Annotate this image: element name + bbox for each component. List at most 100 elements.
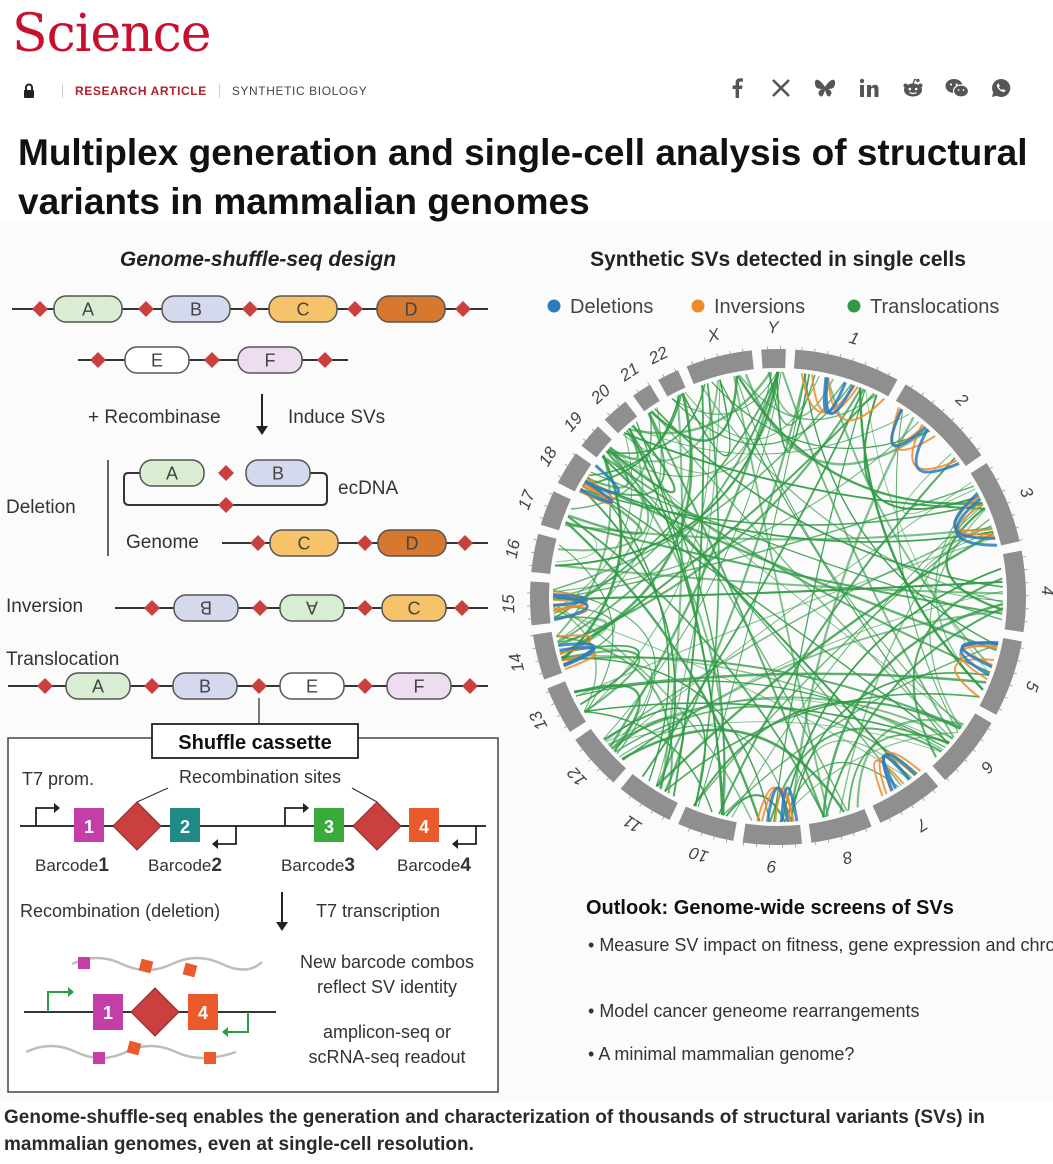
sv-link [609, 446, 964, 726]
dna-segment [173, 594, 239, 622]
article-type-link[interactable]: RESEARCH ARTICLE [75, 84, 207, 98]
segment-label: A [82, 300, 94, 320]
sv-link [565, 521, 761, 822]
reddit-icon[interactable] [901, 76, 925, 100]
scale-tick [987, 728, 991, 731]
scale-tick [946, 778, 950, 782]
promoter-arrow [284, 807, 303, 826]
sv-link [552, 421, 920, 593]
segment-label: D [405, 300, 418, 320]
scale-tick [539, 517, 543, 519]
scale-tick [827, 350, 829, 355]
scale-tick [557, 714, 561, 718]
scale-tick [955, 769, 959, 772]
barcode-number: 4 [419, 817, 429, 837]
sv-link [700, 385, 1004, 604]
sv-link [733, 376, 830, 817]
scale-tick [716, 353, 718, 357]
sv-link [607, 424, 676, 494]
sv-link [555, 515, 598, 563]
scale-tick [865, 828, 868, 832]
scale-tick [960, 427, 964, 430]
sv-link [822, 377, 847, 414]
chromosome-label: Y [767, 318, 780, 337]
scale-tick [535, 660, 539, 663]
ecdna-label: ecDNA [338, 478, 399, 499]
x-icon[interactable] [769, 76, 793, 100]
dna-segment [65, 672, 131, 700]
barcode-box [314, 808, 344, 842]
chromosome-label: 4 [1038, 586, 1053, 596]
outlook-list: • Measure SV impact on fitness, gene exp… [588, 935, 1053, 1064]
sv-link [601, 455, 911, 780]
sv-link [781, 567, 1002, 823]
scale-tick [606, 777, 609, 781]
dna-segment [124, 346, 190, 374]
scale-tick [532, 647, 536, 650]
scale-tick [932, 400, 935, 404]
barcode-box [170, 808, 200, 842]
sv-link [604, 525, 992, 742]
chromosome-arc [633, 384, 660, 412]
chromosome-label: 15 [499, 594, 518, 614]
segment-label: E [306, 677, 318, 697]
recombination-site [138, 301, 154, 317]
outlook-item: • Measure SV impact on fitness, gene exp… [588, 935, 1053, 955]
chromosome-label: 16 [502, 537, 524, 560]
legend-label: Translocations [870, 296, 999, 318]
scale-tick [596, 768, 600, 772]
scale-tick [544, 504, 548, 507]
linkedin-icon[interactable] [857, 76, 881, 100]
legend-label: Deletions [570, 296, 653, 318]
dna-segment [269, 529, 339, 557]
sv-link [684, 375, 820, 440]
scale-tick [551, 703, 555, 706]
facebook-icon[interactable] [725, 76, 749, 100]
wechat-icon[interactable] [945, 76, 969, 100]
promoter-arrowhead [54, 803, 60, 813]
sv-link [557, 407, 662, 642]
scale-tick [688, 828, 690, 832]
sv-link [606, 450, 902, 786]
chromosome-arc [547, 681, 586, 732]
scale-tick [977, 447, 980, 450]
scale-tick [533, 538, 537, 541]
barcode-fragment [138, 958, 154, 974]
dna-segment [268, 295, 338, 323]
sv-link [768, 372, 816, 426]
barcode-fragment [126, 1040, 142, 1056]
recombination-site [90, 352, 106, 368]
sv-link [582, 394, 681, 486]
recombination-site [144, 678, 160, 694]
chromosome-arc [532, 631, 563, 680]
promoter-arrow [228, 1012, 249, 1033]
sv-link [561, 656, 962, 729]
sv-link [826, 377, 993, 669]
scale-tick [889, 818, 892, 822]
sv-link [584, 710, 713, 813]
chromosome-arc [575, 728, 627, 783]
science-logo[interactable]: Science [12, 4, 212, 64]
subject-link[interactable]: SYNTHETIC BIOLOGY [231, 84, 368, 98]
translocation-label: Translocation [6, 649, 119, 670]
recombination-site [317, 352, 333, 368]
barcode-number: 4 [198, 1003, 208, 1023]
scale-tick [839, 353, 842, 357]
sv-link [953, 658, 995, 699]
dna-segment [237, 346, 303, 374]
readout-line2: scRNA-seq readout [308, 1047, 465, 1067]
recombination-site [352, 801, 402, 851]
barcode-number: 3 [324, 817, 334, 837]
rna-transcript [71, 956, 263, 972]
whatsapp-icon[interactable] [989, 76, 1013, 100]
recombination-deletion-label: Recombination (deletion) [20, 901, 220, 921]
recombination-site [347, 301, 363, 317]
scale-tick [932, 790, 936, 794]
segment-label: A [166, 464, 178, 484]
scale-tick [700, 832, 703, 836]
scale-tick [549, 492, 553, 495]
dna-segment [279, 594, 345, 622]
scale-tick [1016, 526, 1020, 529]
promoter-arrowhead [303, 803, 309, 813]
bluesky-icon[interactable] [813, 76, 837, 100]
